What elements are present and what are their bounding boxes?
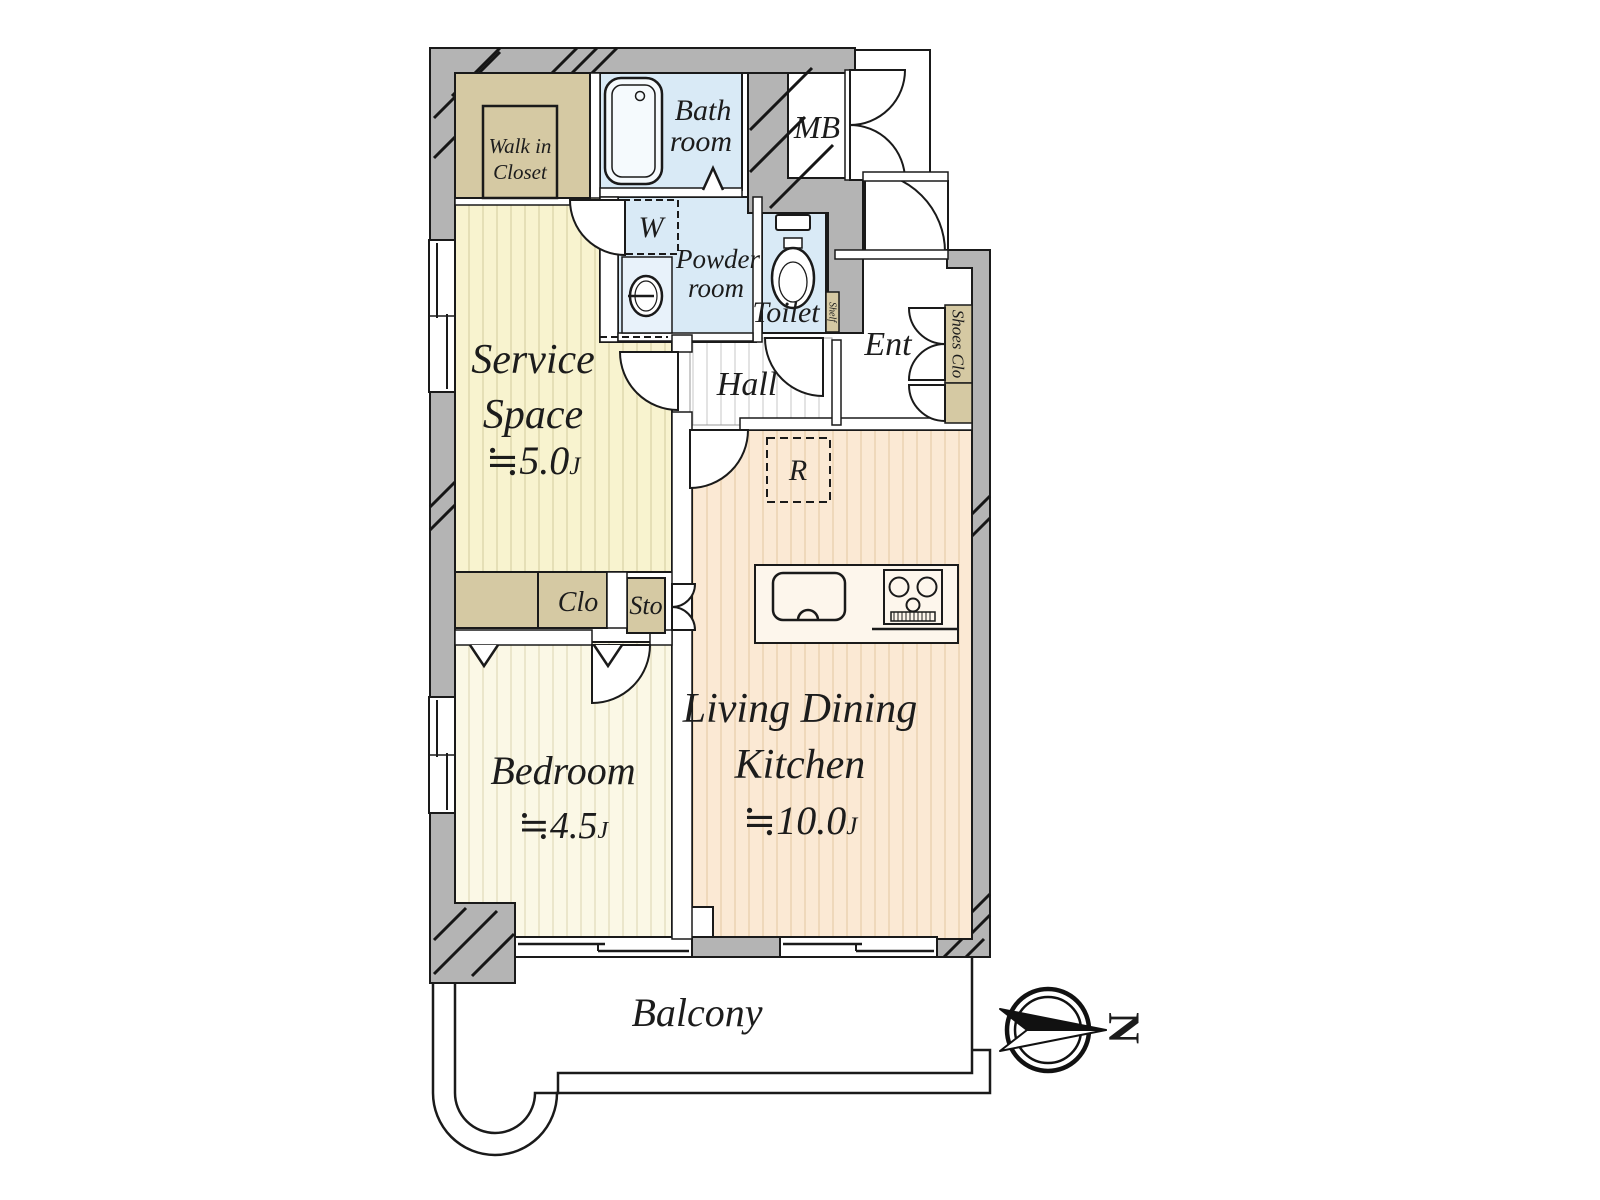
opening-mark-bedroom-2	[592, 644, 624, 669]
label-shelf: Shelf	[827, 302, 838, 323]
closet-gap	[606, 571, 628, 629]
shoes-closet-lower	[944, 382, 973, 424]
door-shoes-low	[907, 384, 946, 423]
opening-mark-bath	[701, 164, 725, 191]
wall-ldk-top	[739, 417, 973, 431]
door-toilet	[763, 337, 824, 398]
wall-bedroom-top-left	[454, 629, 593, 646]
wall-hall-ent-step	[831, 339, 842, 426]
door-storage-bottom	[671, 605, 697, 631]
windows	[428, 239, 938, 958]
label-shoes-closet: Shoes Clo	[949, 310, 968, 378]
label-service-1: Service	[471, 337, 595, 383]
stove-icon	[883, 569, 943, 625]
label-ldk-2: Kitchen	[734, 742, 866, 788]
closet-clo	[454, 571, 608, 629]
fixtures	[600, 76, 959, 644]
label-bathroom-2: room	[670, 125, 732, 158]
opening-mark-bedroom-1	[468, 644, 500, 669]
storage-sto	[626, 577, 666, 634]
wall-hatching	[428, 46, 992, 978]
label-ldk-area: ≒10.0J	[743, 798, 860, 843]
door-shoes-mid	[907, 342, 946, 381]
wall-service-hall-top	[671, 334, 693, 353]
opening-marks	[468, 164, 725, 669]
balcony-outer-rail	[431, 983, 992, 1157]
kitchen-counter	[754, 564, 959, 644]
label-washer: W	[639, 211, 667, 244]
refrigerator-box	[766, 437, 831, 503]
label-powder-2: room	[688, 273, 744, 303]
label-toilet: Toilet	[752, 296, 820, 329]
wall-bath-mb	[747, 72, 864, 334]
door-hall-ldk	[689, 429, 750, 490]
door-entrance	[864, 170, 947, 253]
window-ldk-balcony	[779, 936, 938, 958]
entrance-threshold	[862, 171, 949, 182]
labels: Walk in Closet Bath room MB W Powder roo…	[471, 94, 967, 1035]
label-entrance: Ent	[863, 326, 913, 363]
door-walk-in-closet	[568, 199, 626, 257]
porch-edge	[855, 49, 931, 172]
bathtub-icon	[603, 76, 664, 186]
label-storage: Sto	[629, 591, 662, 620]
label-hall: Hall	[716, 366, 777, 403]
label-bedroom: Bedroom	[490, 748, 635, 793]
toilet-icon	[770, 214, 816, 310]
window-service-left	[428, 239, 456, 393]
label-bedroom-area: ≒4.5J	[518, 805, 609, 847]
label-walk-in-closet-2: Closet	[493, 160, 548, 184]
label-meter-box: MB	[793, 109, 840, 145]
wall-bottom-center	[691, 936, 781, 958]
balcony	[431, 957, 992, 1157]
toilet-shelf	[825, 291, 840, 333]
washbasin-icon	[621, 256, 673, 334]
label-closet: Clo	[558, 587, 598, 618]
label-service-2: Space	[483, 392, 583, 438]
label-balcony: Balcony	[631, 990, 762, 1035]
kitchen-sink-icon	[771, 571, 847, 622]
wall-left-mid	[429, 391, 456, 698]
label-walk-in-closet-1: Walk in	[489, 134, 552, 158]
wall-bath-powder	[599, 187, 743, 198]
label-bathroom-1: Bath	[675, 94, 732, 127]
thresholds	[834, 171, 949, 260]
window-bedroom-balcony	[514, 936, 693, 958]
wall-powder-toilet	[752, 196, 763, 343]
compass-north-icon: N	[999, 986, 1149, 1074]
wall-bedroom-ldk	[671, 629, 693, 940]
compass-needle-light	[999, 1029, 1107, 1052]
genkan-step	[834, 249, 949, 260]
label-service-area: ≒5.0J	[486, 438, 583, 483]
balcony-inner-rail	[453, 957, 974, 1135]
walk-in-closet-inner	[481, 104, 559, 200]
label-powder-1: Powder	[675, 244, 760, 274]
window-bedroom-left	[428, 696, 456, 814]
label-refrigerator: R	[788, 454, 807, 487]
door-service-space	[618, 351, 679, 412]
interior-walls	[454, 69, 973, 940]
room-ldk	[691, 429, 973, 940]
label-ldk-1: Living Dining	[682, 686, 918, 732]
wall-wic-bath	[589, 72, 601, 199]
compass-north-label: N	[1100, 1012, 1149, 1044]
